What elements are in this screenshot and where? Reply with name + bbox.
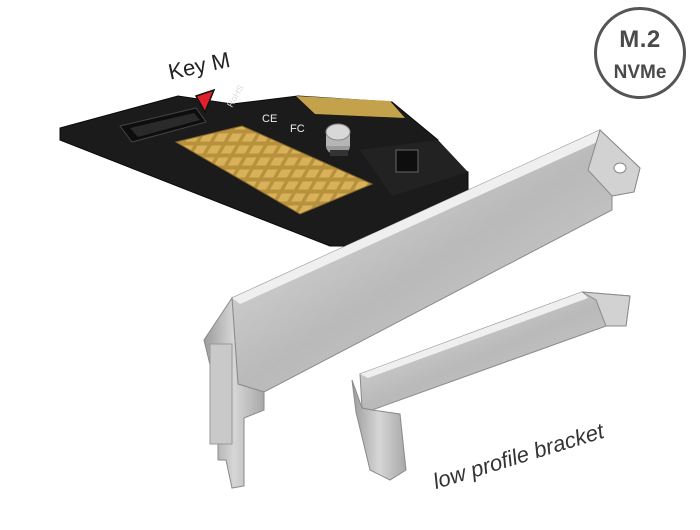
chip [395,149,419,173]
pcb-board: RoHS CE FC [59,83,469,247]
full-height-bracket [203,129,641,489]
svg-text:FC: FC [290,123,305,135]
m2-pad-area [174,125,374,215]
capacitor [325,123,351,156]
key-m-arrow-icon [194,88,216,114]
badge-line2: NVMe [613,62,667,83]
svg-text:CE: CE [262,113,277,125]
low-profile-bracket [351,291,631,481]
m2-nvme-badge: M.2 NVMe [594,7,686,99]
pcie-edge-connector [296,96,405,118]
badge-line1: M.2 [619,26,661,53]
m2-slot [119,107,207,143]
